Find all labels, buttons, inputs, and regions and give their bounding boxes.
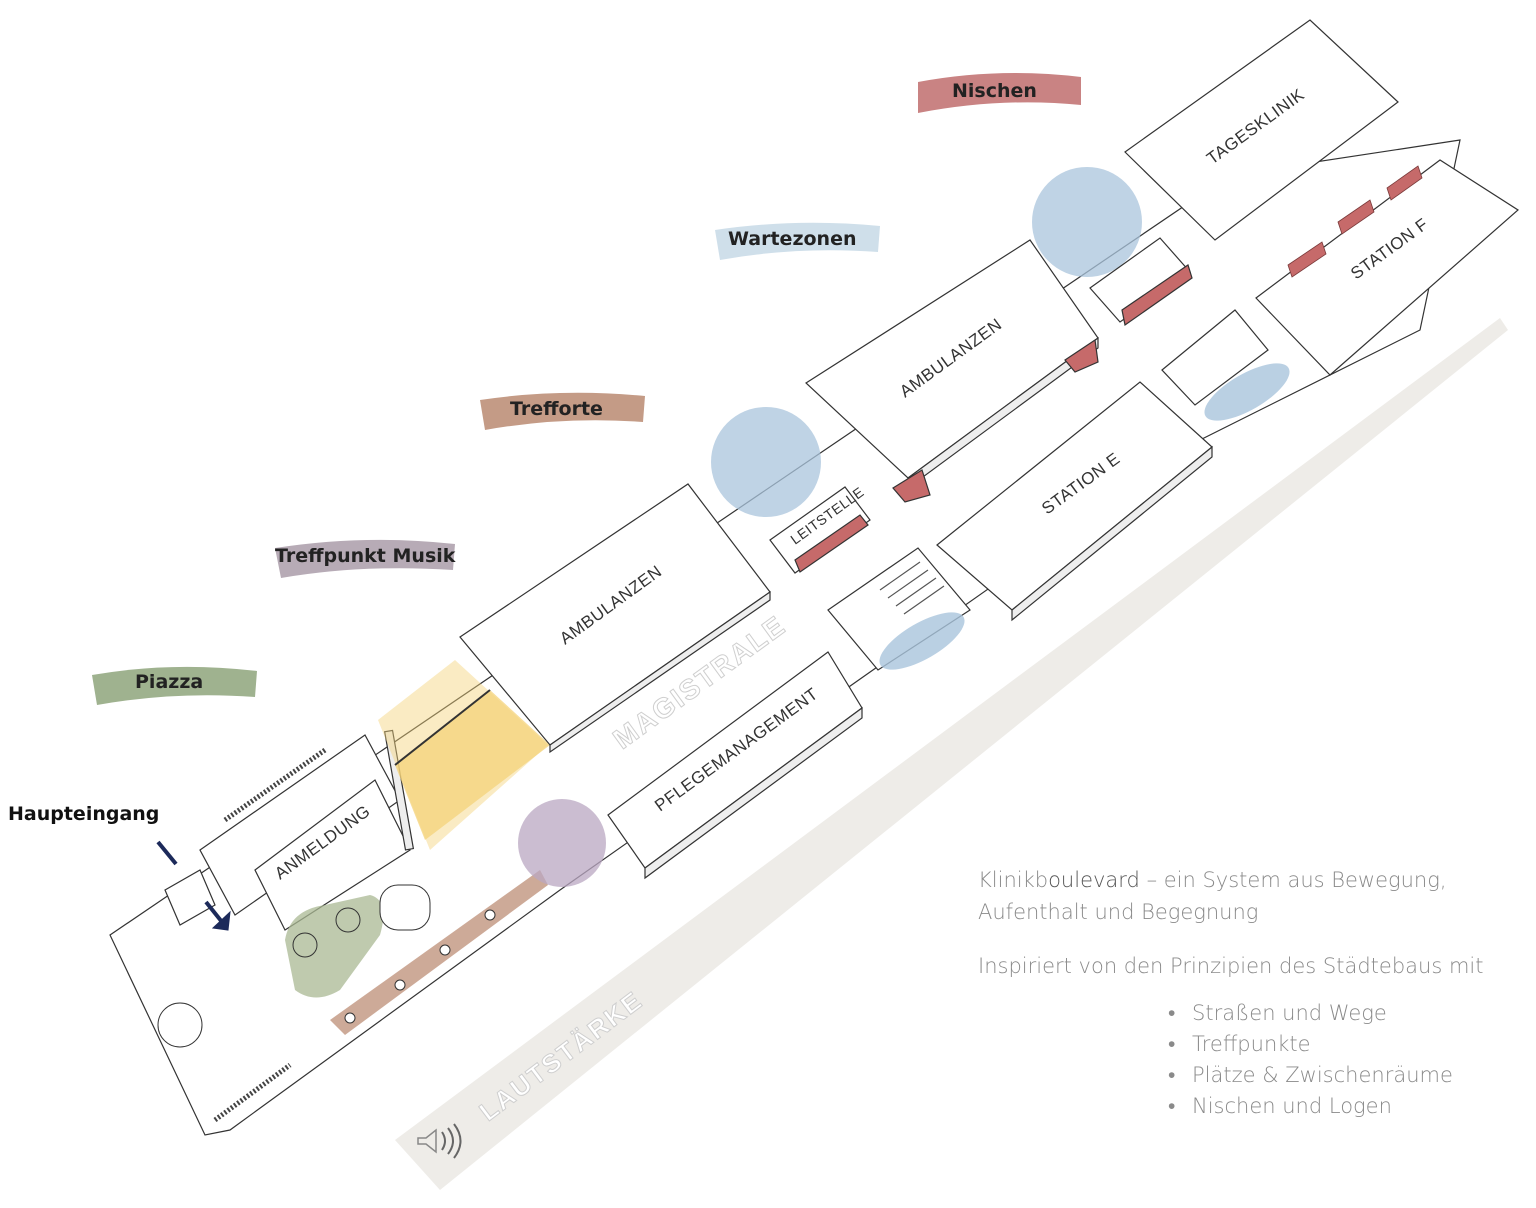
zone-label-nischen: Nischen <box>918 73 1081 113</box>
svg-text:Trefforte: Trefforte <box>510 398 603 420</box>
station-e-block <box>936 381 1213 622</box>
waiting-zone-circle-2 <box>1032 167 1142 277</box>
caption: Klinikboulevard – ein System aus Bewegun… <box>978 864 1518 1122</box>
waiting-zone-ellipse-1 <box>879 612 965 670</box>
svg-text:Treffpunkt Musik: Treffpunkt Musik <box>275 545 456 567</box>
svg-text:Wartezonen: Wartezonen <box>728 228 857 250</box>
caption-title: Klinikboulevard – ein System aus Bewegun… <box>978 868 1447 892</box>
entrance-arrow-icon <box>156 840 231 931</box>
svg-text:Piazza: Piazza <box>135 671 203 693</box>
loudness-label: LAUTSTÄRKE <box>474 985 649 1127</box>
small-block-right <box>1161 309 1269 406</box>
list-item: Plätze & Zwischenräume <box>1168 1060 1518 1091</box>
leitstelle-block <box>769 486 871 574</box>
zone-label-wartezonen: Wartezonen <box>715 222 880 260</box>
entrance-label: Haupteingang <box>8 803 159 825</box>
waiting-zone-circle-1 <box>711 407 821 517</box>
trefforte-strip <box>330 870 548 1035</box>
pflegemanagement-block <box>607 651 863 880</box>
yellow-treff-area <box>378 660 550 850</box>
list-item: Straßen und Wege <box>1168 998 1518 1029</box>
ambulanzen-block-1 <box>459 483 771 754</box>
zone-label-trefforte: Trefforte <box>480 392 645 430</box>
piazza-area <box>157 884 431 1048</box>
entrance-wing <box>164 729 415 1123</box>
station-f-block <box>1255 159 1519 376</box>
list-item: Treffpunkte <box>1168 1029 1518 1060</box>
svg-text:Nischen: Nischen <box>952 80 1037 102</box>
waiting-zone-ellipse-2 <box>1204 363 1290 421</box>
speaker-icon <box>417 1123 462 1159</box>
zone-label-treffpunkt-musik: Treffpunkt Musik <box>275 539 456 578</box>
ambulanzen-block-2 <box>805 239 1099 503</box>
list-item: Nischen und Logen <box>1168 1091 1518 1122</box>
music-meeting-circle <box>518 799 606 887</box>
niche-block-upper <box>1089 237 1193 327</box>
stair-block <box>827 547 971 671</box>
tagesklinik-block <box>1124 19 1399 241</box>
zone-label-piazza: Piazza <box>92 666 257 705</box>
caption-bullet-list: Straßen und Wege Treffpunkte Plätze & Zw… <box>978 998 1518 1122</box>
niche-benches <box>1287 165 1423 278</box>
caption-subtitle: Aufenthalt und Begegnung <box>978 900 1259 924</box>
caption-intro: Inspiriert von den Prinzipien des Städte… <box>978 954 1484 978</box>
